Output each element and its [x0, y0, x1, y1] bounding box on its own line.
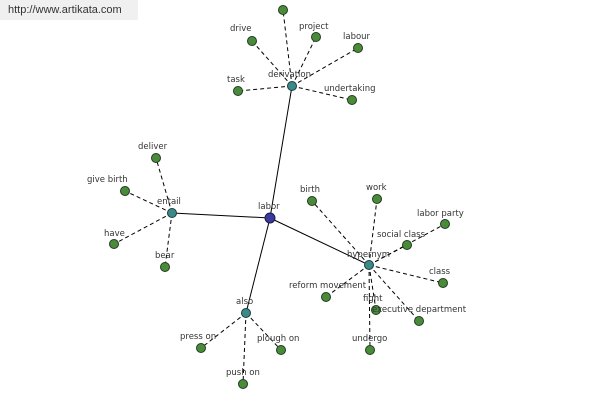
edge-entail-bear: [164, 212, 173, 268]
label-also: also: [236, 297, 253, 307]
label-have: have: [104, 229, 125, 239]
node-reform-movement[interactable]: [321, 292, 331, 302]
edge-hypernym-birth: [311, 200, 370, 266]
edge-also-press-on: [200, 312, 247, 349]
node-deliver[interactable]: [151, 153, 161, 163]
edge-also-push-on: [242, 312, 247, 385]
node-project[interactable]: [311, 32, 321, 42]
label-class: class: [429, 267, 451, 277]
node-social-class[interactable]: [402, 240, 412, 250]
node-drive[interactable]: [247, 36, 257, 46]
node-hypernym[interactable]: [364, 260, 374, 270]
node-birth[interactable]: [307, 196, 317, 206]
edge-derivation-task: [237, 85, 293, 92]
edge-entail-have: [113, 212, 173, 245]
watermark-link[interactable]: http://www.artikata.com: [8, 4, 122, 16]
label-push-on: push on: [226, 368, 260, 378]
label-drive: drive: [230, 24, 252, 34]
node-push-on[interactable]: [238, 379, 248, 389]
label-labour: labour: [343, 32, 371, 42]
label-entail: entail: [157, 197, 181, 207]
edge-hypernym-reform-movement: [325, 264, 370, 298]
node-also[interactable]: [241, 308, 251, 318]
label-plough-on: plough on: [257, 334, 299, 344]
edge-entail-deliver: [155, 157, 173, 214]
edge-derivation-project: [291, 36, 317, 87]
node-bear[interactable]: [160, 262, 170, 272]
edge-hypernym-social-class: [368, 244, 408, 266]
node-labor-party[interactable]: [440, 219, 450, 229]
edge-hypernym-executive-department: [368, 264, 420, 322]
label-reform-movement: reform movement: [289, 281, 367, 291]
node-labor[interactable]: [264, 212, 276, 224]
node-class[interactable]: [438, 278, 448, 288]
label-executive-department: executive department: [372, 305, 467, 315]
graph-edges: [113, 9, 446, 385]
edge-derivation-leaf-0: [282, 9, 293, 87]
label-give-birth: give birth: [87, 175, 128, 185]
edge-entail-give-birth: [124, 190, 173, 214]
graph-labels: drive project labour task undertaking derivat…: [87, 22, 467, 378]
node-undergo[interactable]: [365, 345, 375, 355]
node-task[interactable]: [233, 86, 243, 96]
edge-hypernym-fight: [368, 264, 377, 311]
edge-labor-also: [245, 217, 271, 314]
edge-derivation-drive: [251, 40, 293, 87]
label-derivation: derivation: [268, 70, 311, 80]
label-fight: fight: [363, 294, 383, 304]
watermark-bar: http://www.artikata.com: [0, 0, 138, 20]
node-give-birth[interactable]: [120, 186, 130, 196]
node-fight[interactable]: [371, 305, 381, 315]
label-undertaking: undertaking: [324, 84, 376, 94]
edge-derivation-labour: [291, 47, 359, 87]
label-bear: bear: [155, 251, 175, 261]
label-undergo: undergo: [352, 334, 387, 344]
node-derivation-leaf-0[interactable]: [278, 5, 288, 15]
label-project: project: [299, 22, 329, 32]
node-work[interactable]: [372, 194, 382, 204]
edge-hypernym-class: [368, 264, 444, 284]
edge-labor-derivation: [269, 85, 293, 219]
label-social-class: social class: [377, 230, 426, 240]
label-press-on: press on: [180, 332, 216, 342]
label-deliver: deliver: [138, 142, 168, 152]
edge-derivation-undertaking: [291, 85, 353, 101]
label-birth: birth: [300, 185, 320, 195]
edge-also-plough-on: [245, 312, 282, 351]
node-derivation[interactable]: [287, 81, 297, 91]
node-labour[interactable]: [353, 43, 363, 53]
label-task: task: [227, 75, 245, 85]
edge-labor-entail: [171, 212, 271, 219]
node-undertaking[interactable]: [347, 95, 357, 105]
label-hypernym: hypernym: [347, 250, 390, 260]
edge-hypernym-undergo: [368, 264, 371, 351]
label-work: work: [366, 183, 387, 193]
node-plough-on[interactable]: [276, 345, 286, 355]
label-labor: labor: [258, 202, 280, 212]
edge-labor-hypernym: [269, 217, 370, 266]
graph-nodes: [109, 5, 450, 389]
node-press-on[interactable]: [196, 343, 206, 353]
node-executive-department[interactable]: [414, 316, 424, 326]
label-labor-party: labor party: [417, 209, 464, 219]
node-have[interactable]: [109, 239, 119, 249]
node-entail[interactable]: [167, 208, 177, 218]
